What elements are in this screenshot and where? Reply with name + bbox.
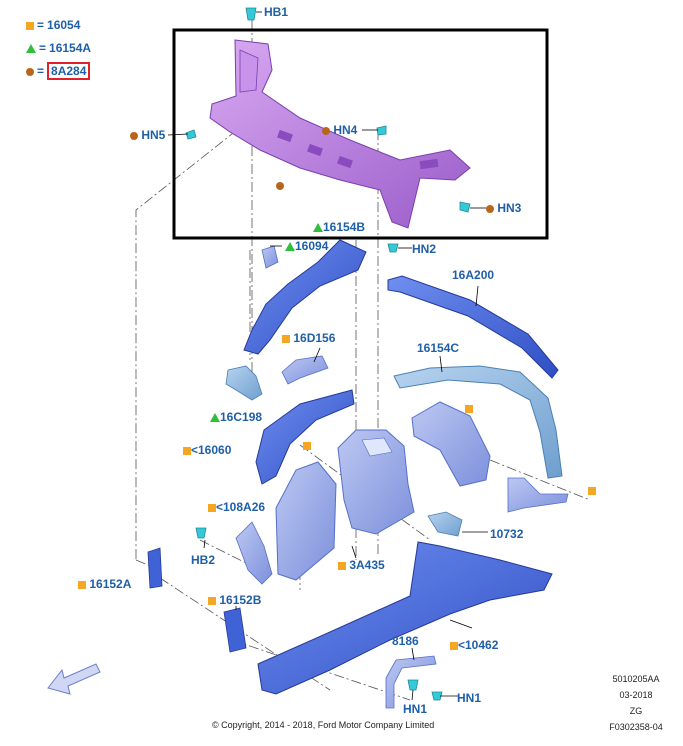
legend-code-highlighted: 8A284 — [47, 62, 91, 80]
rail-16a200 — [387, 275, 559, 379]
doc-variant: ZG — [629, 706, 643, 716]
bracket-small-right — [507, 477, 569, 513]
label-16152b: 16152B — [208, 593, 261, 607]
label-16d156: 16D156 — [282, 331, 335, 345]
label-hn3: HN3 — [486, 201, 521, 215]
legend-eq: = — [37, 64, 45, 78]
triangle-marker-icon — [26, 44, 36, 54]
leader-lines — [167, 11, 488, 701]
legend-row-square: =16054 — [26, 18, 80, 32]
label-hn1-right: HN1 — [457, 691, 482, 705]
label-10462: <10462 — [450, 638, 498, 652]
direction-arrow-icon — [47, 663, 101, 695]
square-marker-icon — [465, 405, 473, 413]
copyright-notice: © Copyright, 2014 - 2018, Ford Motor Com… — [212, 720, 435, 730]
label-16094: 16094 — [285, 239, 328, 253]
dot-marker-icon — [276, 182, 284, 190]
frame-rail-lower — [257, 541, 553, 695]
legend-code: 16154A — [49, 41, 92, 55]
square-marker-icon — [338, 561, 346, 570]
strut-tower-3a435 — [337, 429, 415, 535]
legend-eq: = — [39, 41, 47, 55]
label-hb1: HB1 — [264, 5, 289, 19]
construction-lines — [135, 20, 591, 701]
dot-marker-icon — [26, 67, 34, 76]
square-marker-icon — [588, 487, 596, 495]
label-hn2: HN2 — [412, 242, 437, 256]
doc-date: 03-2018 — [619, 690, 653, 700]
label-16060: <16060 — [183, 443, 231, 457]
label-hn1-lower: HN1 — [403, 702, 428, 716]
triangle-marker-icon — [210, 413, 220, 423]
legend-row-triangle: =16154A — [26, 41, 91, 55]
label-8186: 8186 — [392, 634, 419, 648]
square-marker-icon — [78, 580, 86, 589]
label-16152a: 16152A — [78, 577, 131, 591]
bracket-8186 — [385, 655, 437, 709]
apron-16060 — [255, 389, 355, 485]
pad-10732 — [427, 511, 463, 537]
radiator-support-upper — [209, 39, 471, 229]
bracket-16c198 — [225, 365, 263, 401]
bracket-16d156 — [281, 355, 329, 385]
label-16a200: 16A200 — [452, 268, 495, 282]
doc-figure-number: F0302358-04 — [609, 722, 663, 732]
label-10732: 10732 — [490, 527, 524, 541]
square-marker-icon — [303, 442, 311, 450]
inner-panel — [275, 461, 337, 581]
highlight-box — [172, 28, 549, 240]
triangle-marker-icon — [313, 223, 323, 233]
doc-code: 5010205AA — [612, 674, 660, 684]
square-marker-icon — [282, 334, 290, 343]
label-hn5: HN5 — [130, 128, 165, 142]
legend-row-dot: =8A284 — [26, 62, 91, 80]
label-3a435: 3A435 — [338, 558, 385, 572]
square-marker-icon — [183, 446, 191, 455]
dot-marker-icon — [322, 126, 330, 135]
square-marker-icon — [450, 641, 458, 650]
dot-marker-icon — [486, 204, 494, 213]
square-marker-icon — [208, 503, 216, 512]
bracket-right — [411, 401, 491, 487]
front-rail-upper-left — [243, 239, 367, 355]
label-16154b: 16154B — [313, 220, 365, 234]
legend-code: 16054 — [47, 18, 81, 32]
bracket-16152b — [223, 607, 247, 653]
triangle-marker-icon — [285, 242, 295, 252]
label-16c198: 16C198 — [210, 410, 262, 424]
legend-eq: = — [37, 18, 45, 32]
square-marker-icon — [26, 21, 34, 30]
rail-16154c — [393, 365, 563, 479]
label-hn4: HN4 — [322, 123, 357, 137]
dot-marker-icon — [130, 131, 138, 140]
label-16154c: 16154C — [417, 341, 460, 355]
label-hb2: HB2 — [191, 553, 216, 567]
label-108a26: <108A26 — [208, 500, 265, 514]
panel-108a26 — [235, 521, 273, 585]
bracket-16152a — [147, 547, 163, 589]
square-marker-icon — [208, 596, 216, 605]
fasteners — [185, 7, 471, 701]
